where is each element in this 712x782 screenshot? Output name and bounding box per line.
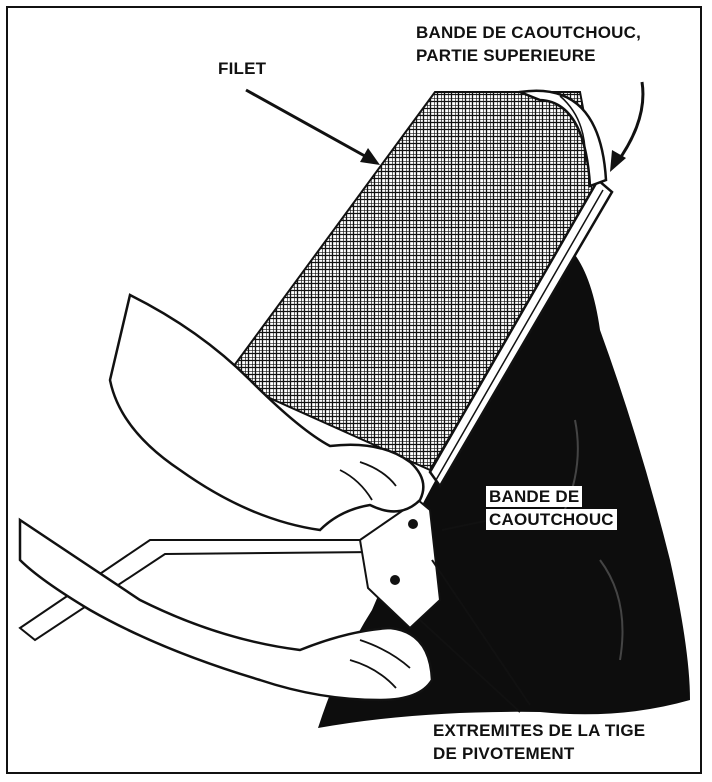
band-label-line2: CAOUTCHOUC	[486, 509, 617, 530]
pivot-arrow-1	[431, 559, 531, 706]
top-band-label-line2: PARTIE SUPERIEURE	[416, 46, 596, 65]
filet-arrow	[245, 88, 373, 162]
pivot-bracket	[358, 498, 442, 630]
band-arrow	[441, 519, 491, 531]
pivot-label-line2: DE PIVOTEMENT	[430, 743, 578, 764]
filet-label: FILET	[218, 59, 267, 78]
lower-arm	[18, 517, 434, 702]
top-band-label-line1: BANDE DE CAOUTCHOUC,	[416, 23, 641, 42]
top-rubber-band	[515, 89, 608, 188]
pivot-label-line1: EXTREMITES DE LA TIGE	[430, 720, 649, 741]
upper-arm	[108, 293, 425, 532]
band-label-line1: BANDE DE	[486, 486, 583, 507]
top-band-arrow	[614, 81, 645, 165]
pivot-arrow-2	[419, 619, 521, 713]
figure-frame	[6, 6, 702, 774]
